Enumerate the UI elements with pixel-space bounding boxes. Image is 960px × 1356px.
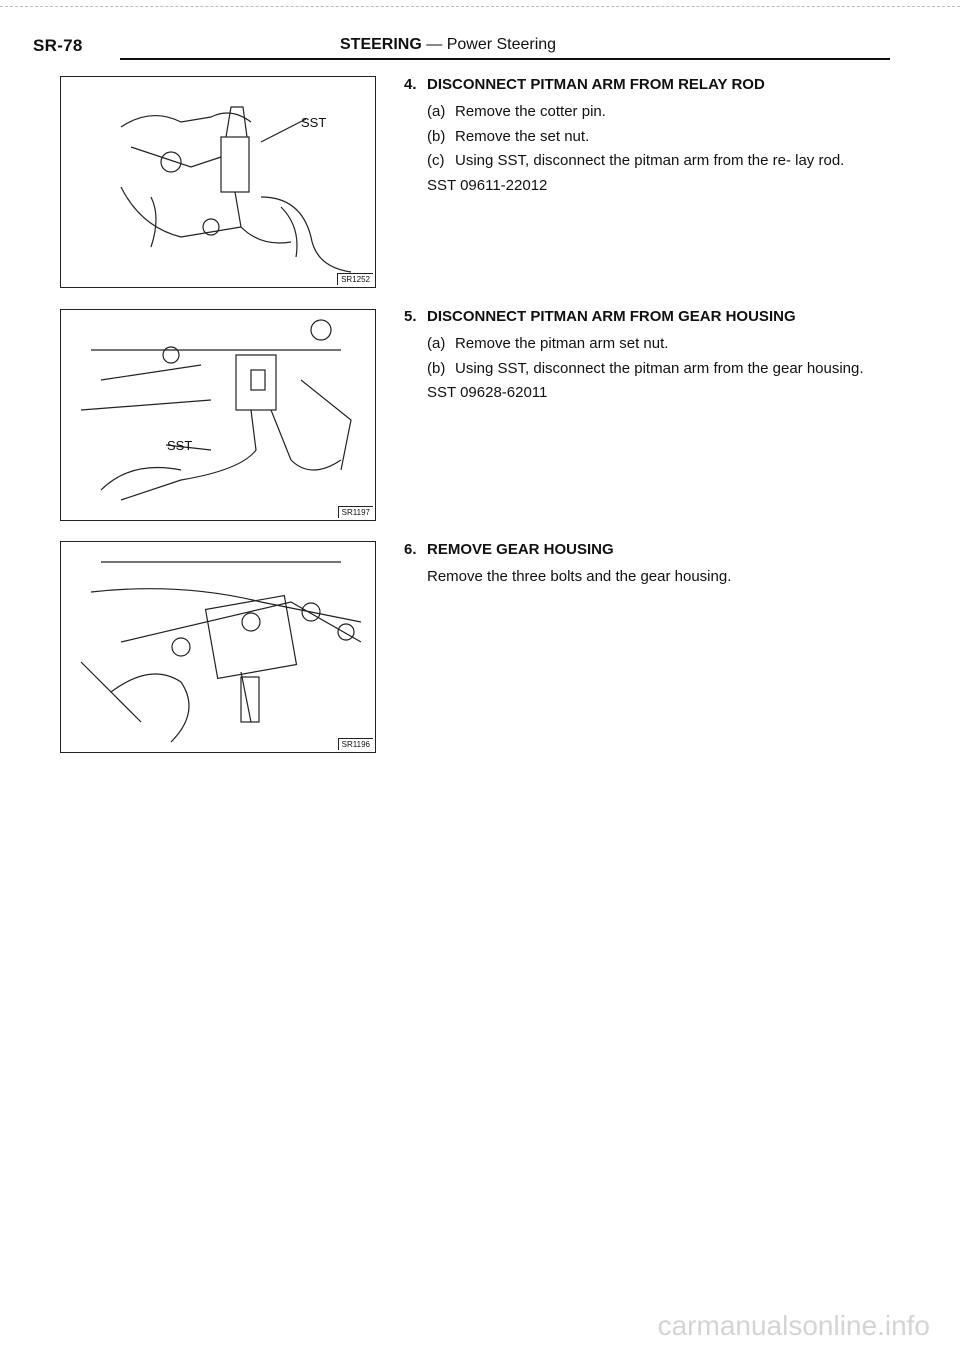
substep-text: Remove the cotter pin.	[455, 102, 606, 120]
substep-label: (b)	[427, 127, 446, 145]
substep-text: Using SST, disconnect the pitman arm fro…	[455, 152, 845, 170]
step-6: 6. REMOVE GEAR HOUSING Remove the three …	[404, 541, 904, 587]
figure-sst-label: SST	[167, 438, 193, 453]
step-5: 5. DISCONNECT PITMAN ARM FROM GEAR HOUSI…	[404, 308, 904, 403]
sst-number: SST 09628-62011	[427, 384, 548, 402]
substep: (a) Remove the pitman arm set nut.	[427, 335, 904, 354]
step-text: Remove the three bolts and the gear hous…	[427, 567, 732, 585]
figure-sst-label: SST	[301, 115, 327, 130]
section-title-bold: STEERING	[340, 36, 422, 53]
section-title-rest: — Power Steering	[421, 36, 557, 53]
step-title: DISCONNECT PITMAN ARM FROM RELAY ROD	[427, 76, 765, 93]
section-title: STEERING — Power Steering	[340, 36, 556, 54]
step-4: 4. DISCONNECT PITMAN ARM FROM RELAY ROD …	[404, 76, 904, 196]
figure-code: SR1196	[337, 738, 373, 750]
figure-gear-housing-pitman-drawing	[80, 319, 352, 501]
page-header: SR-78 STEERING — Power Steering	[0, 0, 960, 60]
substep-label: (b)	[427, 359, 446, 377]
substep: (c) Using SST, disconnect the pitman arm …	[427, 152, 904, 171]
figure-code: SR1252	[337, 273, 373, 285]
step-title: REMOVE GEAR HOUSING	[427, 541, 614, 558]
figure-relay-rod: SST SR1252	[60, 76, 376, 288]
step-number: 4.	[404, 76, 417, 93]
figure-relay-rod-drawing	[120, 106, 352, 273]
step-number: 5.	[404, 308, 417, 325]
figure-gear-housing-removal: SR1196	[60, 541, 376, 753]
substep: (b) Using SST, disconnect the pitman arm …	[427, 360, 904, 379]
step-number: 6.	[404, 541, 417, 558]
substep-text: Using SST, disconnect the pitman arm fro…	[455, 359, 864, 377]
step-title: DISCONNECT PITMAN ARM FROM GEAR HOUSING	[427, 308, 796, 325]
step-heading: 5. DISCONNECT PITMAN ARM FROM GEAR HOUSI…	[404, 308, 904, 327]
substep-label: (a)	[427, 102, 446, 120]
figure-gear-housing-pitman: SST SR1197	[60, 309, 376, 521]
substep-text: Remove the pitman arm set nut.	[455, 334, 669, 352]
substep: (b) Remove the set nut.	[427, 128, 904, 147]
figure-code: SR1197	[337, 506, 373, 518]
header-rule	[120, 58, 890, 60]
substep: (a) Remove the cotter pin.	[427, 103, 904, 122]
page-number: SR-78	[33, 36, 83, 55]
substep-text: Remove the set nut.	[455, 127, 590, 145]
scan-artifact-line	[0, 6, 960, 8]
step-heading: 4. DISCONNECT PITMAN ARM FROM RELAY ROD	[404, 76, 904, 95]
substep-label: (c)	[427, 152, 445, 170]
step-heading: 6. REMOVE GEAR HOUSING	[404, 541, 904, 560]
sst-number: SST 09611-22012	[427, 177, 548, 194]
figure-gear-housing-removal-drawing	[80, 561, 362, 743]
substep-label: (a)	[427, 334, 446, 352]
watermark: carmanualsonline.info	[657, 1310, 930, 1341]
